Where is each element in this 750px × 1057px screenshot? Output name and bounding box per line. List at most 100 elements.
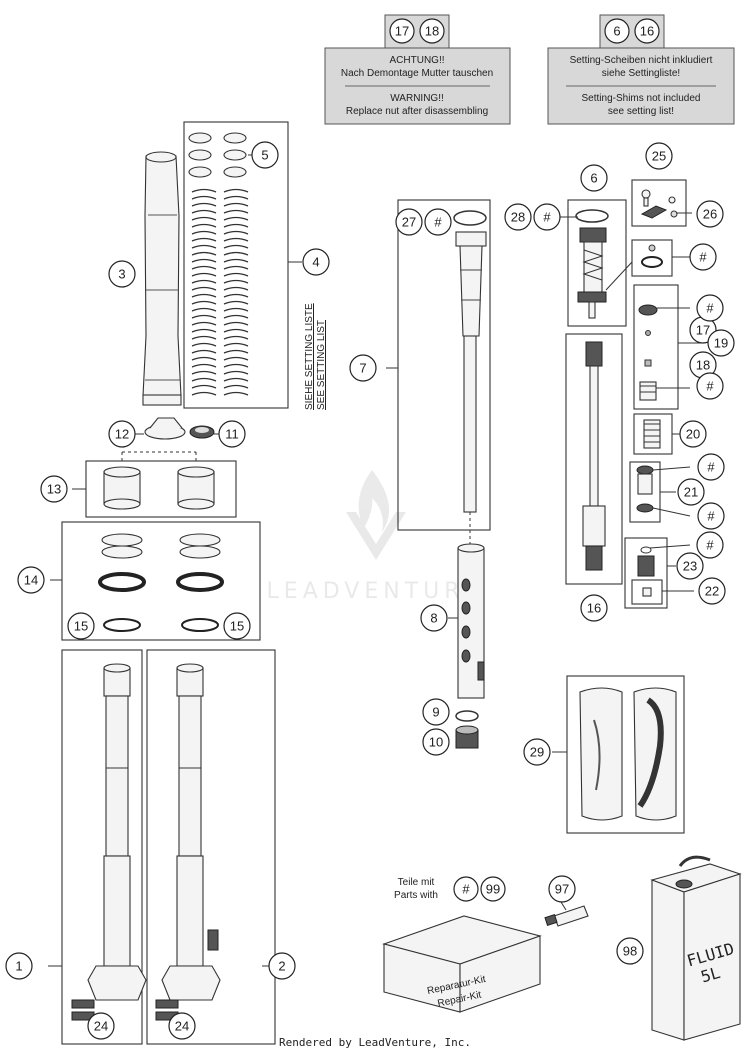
callout-label: 10 bbox=[429, 735, 443, 750]
grease-tube-97 bbox=[544, 905, 589, 927]
callout-label: 3 bbox=[118, 267, 125, 282]
dust-seal-right bbox=[176, 533, 224, 632]
note-nut-en-text: Replace nut after disassembling bbox=[346, 106, 488, 117]
callout-c27: 27 bbox=[395, 208, 423, 236]
callout-label: 19 bbox=[714, 336, 728, 351]
fork-leg-2 bbox=[155, 663, 221, 1021]
screw-frame-25 bbox=[631, 179, 687, 227]
note-shims-en-line2: see setting list! bbox=[608, 106, 674, 117]
callout-circle bbox=[223, 612, 251, 640]
setting-list-de: SIEHE SETTING LISTE bbox=[304, 303, 315, 410]
callout-c29: 29 bbox=[523, 738, 551, 766]
callout-circle bbox=[698, 577, 726, 605]
callout-label: 15 bbox=[74, 619, 88, 634]
callout-circle bbox=[696, 200, 724, 228]
callout-label: 24 bbox=[175, 1019, 189, 1034]
callout-label: 24 bbox=[94, 1019, 108, 1034]
fluid-can-98: FLUID 5L bbox=[650, 855, 742, 1041]
callout-c1: 1 bbox=[5, 952, 33, 980]
callout-label: # bbox=[707, 460, 715, 475]
callout-c23: 23 bbox=[676, 552, 704, 580]
fork-protectors-29 bbox=[579, 687, 677, 821]
callout-label: 1 bbox=[15, 959, 22, 974]
callout-h19b: # bbox=[696, 372, 724, 400]
callout-label: 25 bbox=[652, 149, 666, 164]
fork-leg-frame-2 bbox=[146, 649, 276, 1045]
note-shims-ref-label: 6 bbox=[613, 24, 620, 39]
note-nut-ref-label: 18 bbox=[425, 24, 439, 39]
callout-c14: 14 bbox=[17, 566, 45, 594]
callout-c24a: 24 bbox=[87, 1012, 115, 1040]
callout-circle bbox=[302, 248, 330, 276]
footer-credit: Rendered by LeadVenture, Inc. bbox=[278, 1036, 472, 1049]
callout-label: # bbox=[706, 538, 714, 553]
callout-label: 6 bbox=[590, 171, 597, 186]
callout-c26: 26 bbox=[696, 200, 724, 228]
callout-circle bbox=[5, 952, 33, 980]
protector-frame-29 bbox=[566, 675, 685, 834]
callout-circle bbox=[689, 243, 717, 271]
callout-h23: # bbox=[696, 531, 724, 559]
callout-circle bbox=[67, 612, 95, 640]
callout-circle bbox=[676, 552, 704, 580]
callout-c16: 16 bbox=[580, 594, 608, 622]
note-shims-de-line2: siehe Settingliste! bbox=[602, 68, 680, 79]
note-nut-de-text: Nach Demontage Mutter tauschen bbox=[341, 68, 493, 79]
note-shims-ref-circle bbox=[604, 18, 630, 44]
screw-set-25 bbox=[640, 189, 678, 219]
callout-c7: 7 bbox=[349, 354, 377, 382]
callout-c8: 8 bbox=[420, 604, 448, 632]
piston-assembly-6 bbox=[575, 209, 609, 319]
seal-frame-14 bbox=[61, 521, 261, 641]
callout-circle bbox=[349, 354, 377, 382]
callout-label: 23 bbox=[683, 559, 697, 574]
callout-label: # bbox=[706, 379, 714, 394]
callout-circle bbox=[268, 952, 296, 980]
outer-tube-3 bbox=[142, 151, 182, 406]
callout-circle bbox=[679, 420, 707, 448]
kit-ref-circle bbox=[453, 876, 479, 902]
callout-c15a: 15 bbox=[67, 612, 95, 640]
kit-ref-label: 99 bbox=[486, 882, 500, 897]
kit-ref-circle bbox=[480, 876, 506, 902]
valve-frame-19 bbox=[633, 284, 679, 410]
callout-label: 14 bbox=[24, 573, 38, 588]
fork-leg-1 bbox=[71, 663, 147, 1021]
callout-circle bbox=[168, 1012, 196, 1040]
callout-label: 13 bbox=[47, 482, 61, 497]
callout-label: 9 bbox=[432, 705, 439, 720]
kit-ref-label: # bbox=[462, 882, 470, 897]
callout-label: 97 bbox=[555, 882, 569, 897]
callout-c3: 3 bbox=[108, 260, 136, 288]
callout-circle bbox=[616, 937, 644, 965]
callout-c10: 10 bbox=[422, 728, 450, 756]
damper-tube-8 bbox=[457, 543, 485, 699]
callout-label: 16 bbox=[587, 601, 601, 616]
callout-circle bbox=[504, 203, 532, 231]
piston-frame-6 bbox=[567, 199, 627, 327]
callout-c11: 11 bbox=[218, 420, 246, 448]
callout-c13: 13 bbox=[40, 475, 68, 503]
bushing-13-left bbox=[103, 466, 141, 510]
valve-frame-22-23 bbox=[624, 537, 668, 609]
callout-circle bbox=[87, 1012, 115, 1040]
callout-circle bbox=[422, 698, 450, 726]
note-nut-de-title: ACHTUNG!! bbox=[390, 55, 445, 66]
callout-label: 22 bbox=[705, 584, 719, 599]
callout-label: # bbox=[699, 250, 707, 265]
kit-label-de: Teile mit bbox=[398, 877, 435, 888]
bushing-13-right bbox=[177, 466, 215, 510]
callout-circle bbox=[40, 475, 68, 503]
callout-label: 5 bbox=[261, 148, 268, 163]
spring-set-frame bbox=[183, 121, 289, 409]
setting-list-en: SEE SETTING LIST bbox=[316, 320, 327, 410]
note-shims-de-line1: Setting-Scheiben nicht inkludiert bbox=[570, 55, 713, 66]
callout-h21b: # bbox=[697, 502, 725, 530]
valve-parts-19 bbox=[638, 304, 658, 401]
callout-circle bbox=[707, 329, 735, 357]
note-nut-ref-label: 17 bbox=[395, 24, 409, 39]
clamp-ring-12 bbox=[144, 417, 186, 440]
note-shims-ref-label: 16 bbox=[640, 24, 654, 39]
callout-c4: 4 bbox=[302, 248, 330, 276]
